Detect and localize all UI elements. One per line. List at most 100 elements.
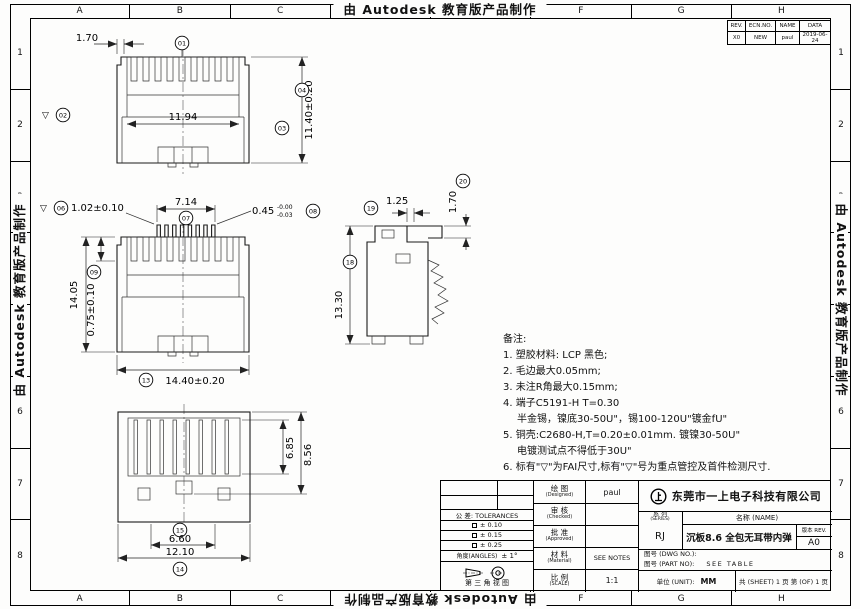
contact-comb-teeth [130,56,234,82]
scale-en: (SCALE) [549,580,570,587]
contact-slots [133,419,229,475]
svg-text:14: 14 [176,565,184,573]
tb-line [638,511,832,512]
terminal-pins [156,224,216,237]
dim-bottom-inner: 6.60 [169,534,191,545]
tb-line [796,524,797,549]
svg-text:08: 08 [309,207,317,215]
tolerance-row: ± 0.10 [441,520,533,530]
rev-label: 版本 REV. [801,528,827,534]
grid-row-label: 8 [831,519,851,591]
balloon-09: 09 [86,264,102,280]
dim-bottom-depth: 8.56 [303,444,314,466]
grid-col-label: H [730,591,831,606]
approved-label: 批 准 (Approved) [534,525,585,547]
dim-bottom-outer: 12.10 [166,547,195,558]
bottom-inner-frame [127,417,241,477]
broken-edge [427,259,449,325]
connector-shell-outline [116,56,250,164]
balloon-01: 01 [174,35,190,51]
approved-value [586,525,638,547]
sheet-inner-border [30,18,831,591]
bottom-feet [157,146,209,168]
grid-col-label: C [229,591,330,606]
balloon-15: 15 [172,522,188,538]
balloon-19: 19 [363,200,379,216]
grid-row-label: 7 [831,447,851,520]
designed-value: paul [603,487,621,497]
svg-text:09: 09 [90,268,98,276]
dim-front-inner-width: 11.94 [169,112,198,123]
angles-row: 角度(ANGLES) ± 1° [441,550,533,561]
grid-col-label: A [76,6,83,16]
part-name-value: 沉板8.6 全包无耳带内弹 [686,532,792,544]
part-value: SEE TABLE [706,559,755,568]
bottom-outline [117,411,251,523]
grid-row-label: 2 [10,88,30,161]
dwg-label: 图号 (DWG NO.): [644,550,697,559]
scale-label: 比 例 (SCALE) [534,569,585,592]
tb-line [441,540,533,541]
ecn-header: ECN.NO. [745,20,776,32]
title-block: 公 差: TOLERANCES ± 0.10 ± 0.15 ± 0.25 角度(… [440,480,832,592]
rev-header: REV. [727,20,746,32]
bottom-feet [157,335,209,357]
approved-en: (Approved) [545,536,574,543]
dim-body-width: 14.40±0.20 [165,376,224,387]
svg-text:06: 06 [57,204,65,212]
grid-col-label: B [129,4,229,18]
svg-text:20: 20 [459,177,467,185]
dim-side-tab: 1.25 [386,196,408,207]
autodesk-watermark-top: 由 Autodesk 教育版产品制作 [333,3,547,17]
series-value: RJ [655,531,665,542]
grid-row-label: 8 [10,519,30,591]
post-hole-left [137,487,151,501]
part-label: 图号 (PART NO): [644,559,695,568]
tb-line [497,481,498,509]
tolerance-checkbox [472,532,477,538]
note-line: 6. 标有"▽"为FAI尺寸,标有"▽"号为重点管控及首件检测尺寸. [503,462,771,473]
side-view: 19 1.25 20 1.70 18 13.30 [334,173,471,345]
drawing-views: 1.70 01 11.94 11.40±0.20 04 03 ▽ 02 7. [40,33,471,577]
tb-line [796,536,832,537]
rev-value: A0 [808,537,820,548]
dim-pin-width: 0.45 [252,206,274,217]
dim-bottom-slot: 6.85 [285,437,296,459]
dim-front-height: 11.40±0.20 [304,80,315,139]
scale-cn: 比 例 [550,572,569,582]
svg-text:15: 15 [176,526,184,534]
note-line: 3. 未注R角最大0.15mm; [503,382,618,393]
revision-table-row: X0 NEW paul 2019-06-24 [727,31,831,45]
tb-line [682,511,683,549]
tolerance-value: ± 0.15 [480,531,502,539]
bottom-view: 6.85 8.56 15 6.60 12.10 14 [117,404,314,577]
approved-cn: 批 准 [550,528,569,538]
note-line: 1. 塑胶材料: LCP 黑色; [503,350,608,361]
unit-value: MM [700,576,717,586]
material-label: 材 料 (Material) [534,547,585,569]
tb-line [735,570,736,592]
grid-col-label: G [630,591,731,606]
series-header: 系 列 (SERIES) [638,511,682,524]
contact-comb-teeth [130,236,234,262]
balloon-03: 03 [274,120,290,136]
connector-shell-outline [116,236,250,353]
balloon-06: 06 [53,200,69,216]
leader-line [216,210,252,225]
name-header: 名称 (NAME) [735,513,779,522]
svg-text:04: 04 [298,86,306,94]
front-view: 1.70 01 11.94 11.40±0.20 04 03 ▽ 02 [42,33,315,174]
grid-col-label: A [76,593,83,604]
side-window [395,253,411,264]
svg-text:01: 01 [178,39,186,47]
dim-step: 0.75±0.10 [86,284,97,337]
tb-line [441,509,533,510]
tb-line [638,549,832,550]
notes-block: 备注: 1. 塑胶材料: LCP 黑色; 2. 毛边最大0.05mm; 3. 未… [503,332,835,476]
fai-flag-icon: ▽ [40,204,47,214]
fai-flag-icon: ▽ [42,111,49,121]
tb-line [441,530,533,531]
name-value: paul [775,31,800,45]
note-line: 电镀测试点不得低于30U" [517,446,632,457]
checked-label: 审 核 (Checked) [534,503,585,525]
